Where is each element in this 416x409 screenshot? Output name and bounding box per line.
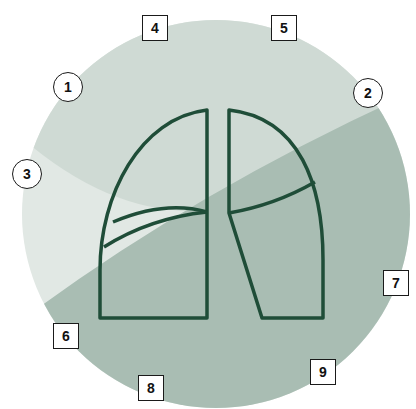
left-lung [100, 110, 207, 318]
callout-box: 5 [271, 15, 297, 41]
callout-box: 7 [383, 270, 409, 296]
callout-number: 2 [364, 86, 372, 100]
callout-box: 4 [142, 15, 168, 41]
right-fissure [229, 182, 315, 213]
callout-circle: 2 [353, 78, 383, 108]
callout-number: 6 [62, 329, 70, 343]
callout-box: 6 [53, 323, 79, 349]
right-lung [229, 110, 323, 318]
callout-number: 4 [151, 21, 159, 35]
callout-circle: 1 [53, 72, 83, 102]
lower-region [0, 98, 416, 409]
callout-number: 5 [280, 21, 288, 35]
callout-number: 7 [392, 276, 400, 290]
callout-box: 8 [138, 375, 164, 401]
callout-number: 9 [319, 365, 327, 379]
callout-box: 9 [310, 359, 336, 385]
callout-number: 8 [147, 381, 155, 395]
callout-number: 3 [23, 167, 31, 181]
callout-circle: 3 [12, 159, 42, 189]
callout-number: 1 [64, 80, 72, 94]
left-fissure-lower [104, 212, 207, 247]
